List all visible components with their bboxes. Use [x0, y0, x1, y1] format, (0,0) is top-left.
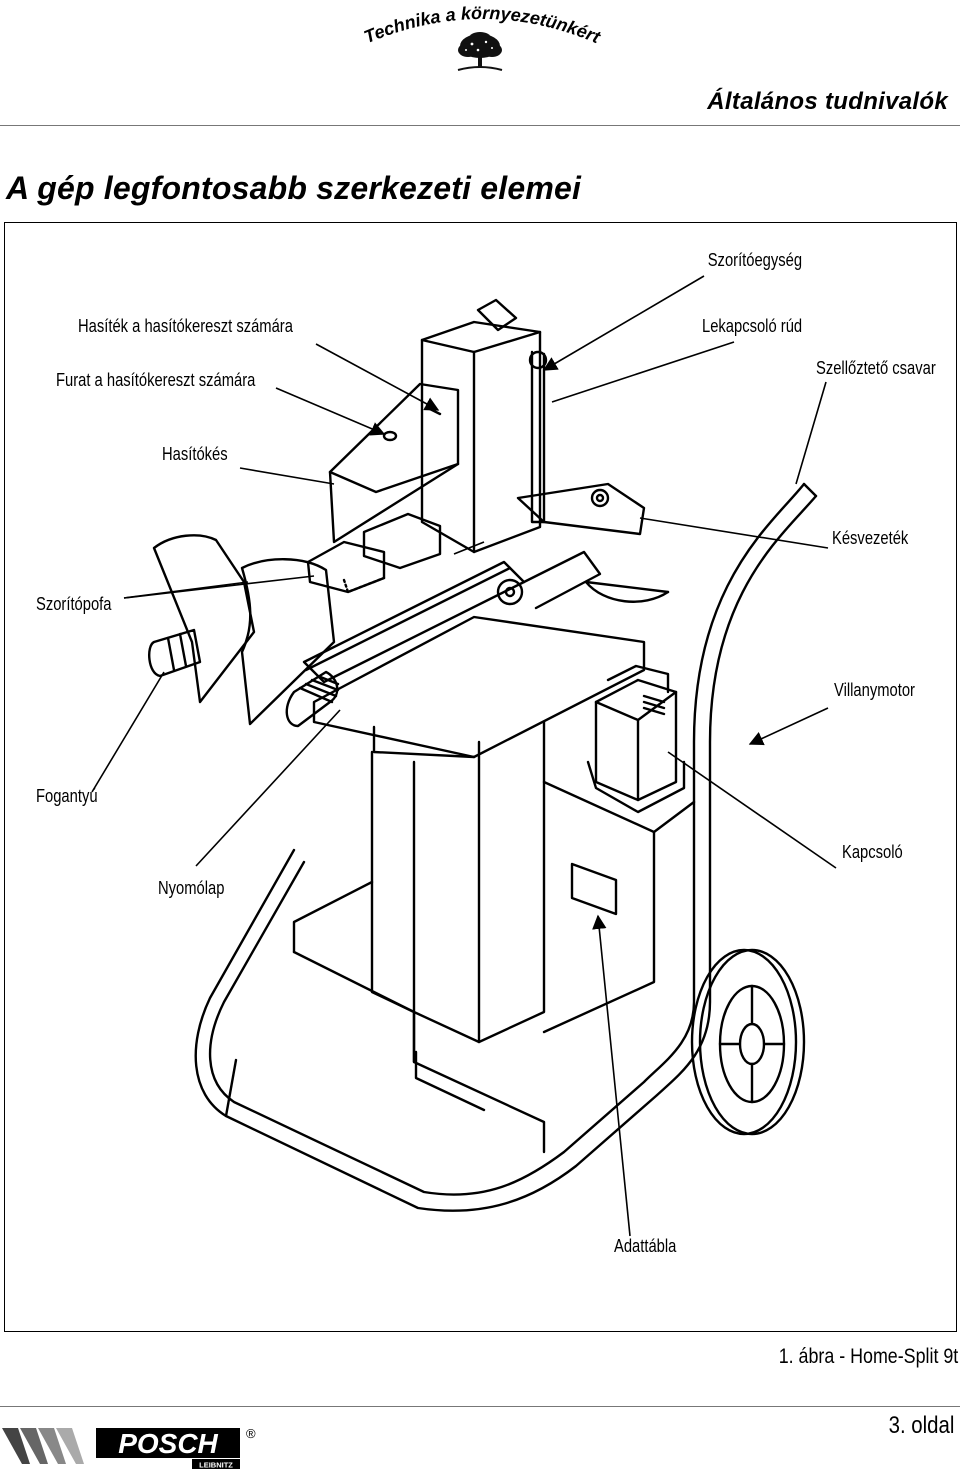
footer-divider — [0, 1406, 960, 1407]
page-title: A gép legfontosabb szerkezeti elemei — [6, 170, 582, 206]
label-knife-guide: Késvezeték — [832, 528, 909, 548]
label-switch: Kapcsoló — [842, 842, 903, 862]
log-splitter-illustration — [91, 275, 837, 1237]
label-push-plate: Nyomólap — [158, 878, 225, 898]
header-divider — [0, 125, 960, 126]
posch-mark-icon — [2, 1428, 84, 1464]
section-title: Általános tudnivalók — [707, 88, 948, 115]
figure-frame — [4, 222, 957, 1332]
label-bore: Furat a hasítókereszt számára — [56, 370, 256, 390]
label-handle: Fogantyú — [36, 786, 98, 806]
brand-sub: LEIBNITZ — [199, 1461, 233, 1470]
tree-icon — [457, 32, 503, 71]
figure-caption: 1. ábra - Home-Split 9t — [778, 1345, 958, 1368]
label-motor: Villanymotor — [834, 680, 915, 700]
label-clamp-jaw: Szorítópofa — [36, 594, 112, 614]
label-clamping-unit: Szorítóegység — [707, 250, 802, 270]
page-number: 3. oldal — [888, 1412, 954, 1439]
registered-mark: ® — [246, 1426, 256, 1441]
label-vent-screw: Szellőztető csavar — [816, 358, 936, 378]
posch-logo: POSCH LEIBNITZ ® — [96, 1426, 256, 1470]
brand-name: POSCH — [118, 1428, 218, 1459]
label-down-rod: Lekapcsoló rúd — [702, 316, 803, 336]
label-nameplate: Adattábla — [614, 1236, 677, 1256]
label-slot: Hasíték a hasítókereszt számára — [78, 316, 293, 336]
label-knife: Hasítókés — [162, 444, 228, 464]
